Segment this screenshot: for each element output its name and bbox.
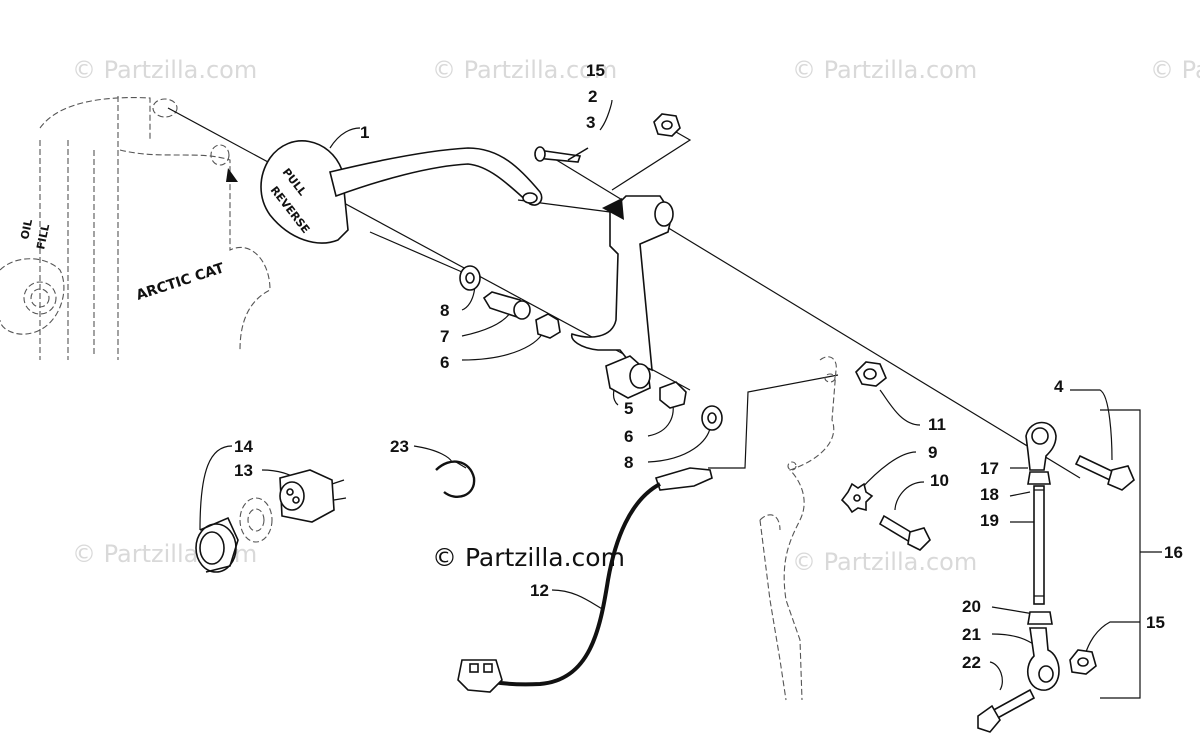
callout-17: 17 [980, 459, 999, 478]
callout-13: 13 [234, 461, 253, 480]
bracket-16 [1100, 409, 1141, 699]
callout-8-a: 8 [440, 301, 449, 320]
callout-6-a: 6 [440, 353, 449, 372]
callout-18: 18 [980, 485, 999, 504]
watermark-bottom-right: © Partzilla.com [792, 548, 977, 576]
leader-1 [329, 127, 361, 149]
watermark-top-left: © Partzilla.com [72, 56, 257, 84]
part-8-washer-a [459, 265, 481, 291]
part-10-bolt [878, 514, 931, 551]
callout-8-b: 8 [624, 453, 633, 472]
callout-15-bottom: 15 [1146, 613, 1165, 632]
callout-11: 11 [928, 415, 946, 434]
callout-21: 21 [962, 625, 981, 644]
callout-10: 10 [930, 471, 949, 490]
part-2-clevis-pin [534, 146, 582, 163]
watermark-top-right: © Partzilla.com [792, 56, 977, 84]
callout-3: 3 [586, 113, 595, 132]
leader-23 [413, 445, 453, 463]
part-21-rod-end-bottom [1026, 627, 1060, 691]
watermark-top-edge: © Partzilla.com [1150, 56, 1200, 84]
part-23-clamp [435, 460, 476, 498]
callout-7: 7 [440, 327, 449, 346]
leader-14 [199, 445, 233, 531]
part-7-bushing [482, 291, 531, 320]
callout-20: 20 [962, 597, 981, 616]
callout-12: 12 [530, 581, 549, 600]
part-15-lock-nut-top [653, 113, 681, 137]
callout-2: 2 [588, 87, 597, 106]
part-13-switch [279, 469, 347, 523]
arrow-indicator-left [226, 168, 238, 182]
part-6-bushing-a [535, 313, 561, 339]
leader-2 [599, 99, 613, 131]
leader-sensor [708, 374, 839, 469]
pivot-lever [571, 195, 674, 372]
watermark-top-center: © Partzilla.com [432, 56, 617, 84]
callout-1: 1 [360, 123, 369, 142]
callout-15-top: 15 [586, 61, 605, 80]
part-12-sensor-cable [457, 467, 713, 693]
callout-16: 16 [1164, 543, 1183, 562]
callout-6-b: 6 [624, 427, 633, 446]
leader-18 [1009, 491, 1031, 497]
leader-4 [1070, 389, 1113, 461]
part-5-sleeve [605, 355, 651, 399]
frame-bracket-outline [759, 356, 837, 701]
watermark-main: © Partzilla.com [432, 543, 625, 572]
leader-9 [859, 451, 917, 491]
leader-12 [551, 589, 605, 611]
callout-9: 9 [928, 443, 937, 462]
arrow-indicator-center [602, 198, 624, 220]
part-9-star-washer [840, 482, 874, 514]
watermark-group: © Partzilla.com © Partzilla.com © Partzi… [72, 56, 1200, 576]
part-15-lock-nut-bottom [1069, 649, 1097, 675]
decal-fill: FILL [34, 223, 52, 251]
part-6-bushing-b [659, 381, 687, 409]
part-3-cotter-pin [567, 147, 589, 161]
washer-ghost-13 [239, 497, 273, 543]
callout-22: 22 [962, 653, 981, 672]
part-11-nut [855, 361, 887, 387]
part-17-rod-end-top [1025, 421, 1057, 471]
part-8-washer-b [701, 405, 723, 431]
leader-8b [647, 427, 711, 463]
part-19-threaded-rod [1033, 485, 1045, 605]
callout-14: 14 [234, 437, 253, 456]
engine-housing-outline: OIL FILL ARCTIC CAT [0, 96, 271, 360]
part-20-jam-nut [1027, 611, 1053, 625]
callout-4: 4 [1054, 377, 1064, 396]
leader-15b [1084, 621, 1140, 656]
part-18-jam-nut [1027, 471, 1051, 485]
part-1-reverse-pedal: PULL REVERSE [260, 140, 543, 244]
decal-brand: ARCTIC CAT [134, 260, 226, 304]
part-22-bolt [977, 688, 1036, 733]
callout-23: 23 [390, 437, 409, 456]
callout-5: 5 [624, 399, 633, 418]
leader-22 [989, 661, 1003, 691]
leader-10 [894, 481, 925, 511]
leader-11 [879, 389, 921, 426]
decal-oil: OIL [18, 218, 35, 241]
pedal-down-line [369, 231, 463, 273]
part-4-bolt [1074, 454, 1135, 491]
part-14-ring-nut [195, 516, 239, 573]
callout-labels: 1 2 3 15 8 7 6 5 6 8 11 9 10 4 17 18 19 … [234, 61, 1183, 672]
callout-19: 19 [980, 511, 999, 530]
